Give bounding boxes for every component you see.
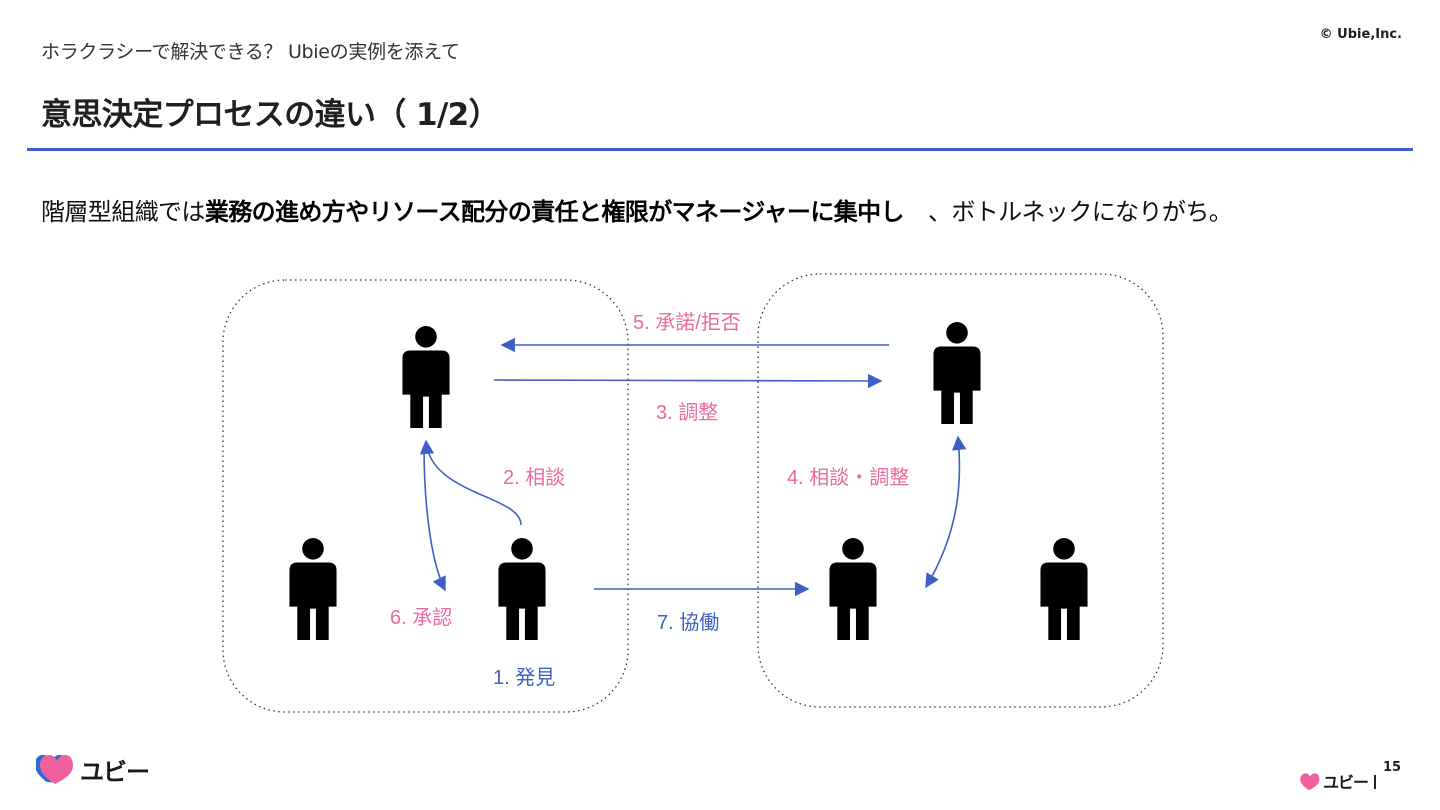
member-a1-person-icon [289, 538, 337, 640]
arrow-approval [423, 445, 446, 592]
label-step4: 4. 相談・調整 [787, 466, 909, 489]
heart-logo-icon [36, 754, 73, 784]
ubie-logo: ユビー [36, 752, 150, 786]
copyright-notice: © Ubie,Inc. [1319, 27, 1402, 42]
lead-sentence: 階層型組織では業務の進め方やリソース配分の責任と権限がマネージャーに集中し、ボト… [41, 192, 1233, 227]
slide-title: 意思決定プロセスの違い（ 1/2） [41, 97, 500, 133]
team-a-group [222, 279, 629, 713]
member-a2-person-icon [498, 538, 546, 640]
member-b2-person-icon [1040, 538, 1088, 640]
label-step7: 7. 協働 [657, 611, 719, 634]
label-step1: 1. 発見 [493, 666, 555, 689]
label-step2: 2. 相談 [503, 466, 565, 489]
manager-a-person-icon [402, 326, 450, 428]
manager-b-person-icon [933, 322, 981, 424]
label-step3: 3. 調整 [656, 401, 718, 424]
arrow-coordinate [493, 373, 883, 389]
arrow-consult [419, 439, 522, 526]
footer-separator [1374, 775, 1376, 789]
logo-wordmark: ユビー [80, 757, 150, 786]
team-b-group [757, 273, 1164, 708]
footer-ubie-logo: ユビー [1298, 769, 1369, 793]
footer-logo-wordmark: ユビー [1323, 773, 1369, 792]
page-number: 15 [1383, 760, 1402, 775]
lead-emphasis: 業務の進め方やリソース配分の責任と権限がマネージャーに集中し [204, 198, 905, 226]
member-b1-person-icon [829, 538, 877, 640]
label-step5: 5. 承諾/拒否 [633, 311, 741, 334]
footer-heart-icon [1300, 772, 1320, 790]
title-divider [27, 148, 1413, 151]
arrow-consult-coordinate [925, 435, 967, 589]
lead-prefix: 階層型組織では [41, 198, 205, 226]
label-step6: 6. 承認 [390, 606, 452, 629]
slide-subtitle: ホラクラシーで解決できる？ Ubieの実例を添えて [41, 41, 460, 63]
lead-suffix: 、ボトルネックになりがち。 [927, 198, 1233, 226]
